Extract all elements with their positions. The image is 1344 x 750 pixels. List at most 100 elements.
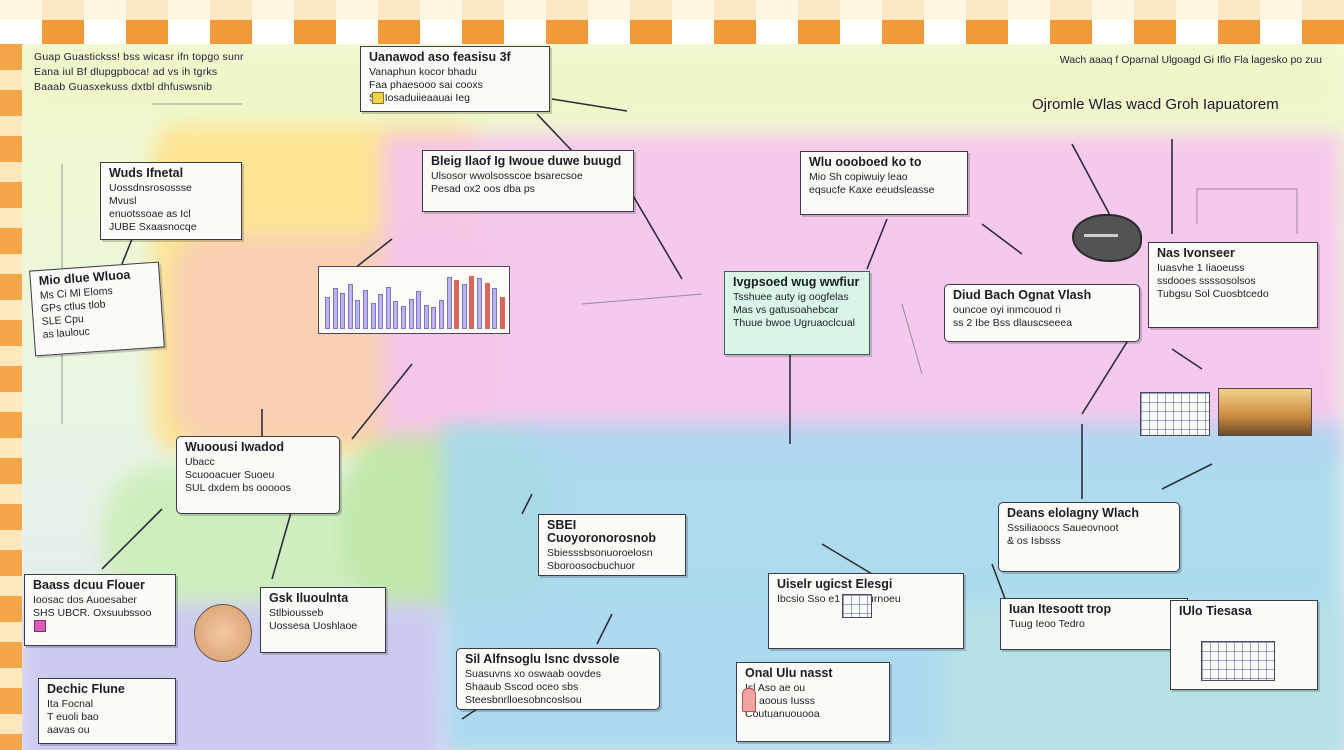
note-bottom-right[interactable]: Iuan Itesoott trop Tuug Ieoo Tedro: [1000, 598, 1188, 650]
note-line: Suasuvns xo oswaab oovdes: [465, 668, 602, 680]
note-line: Mas vs gatusoahebcar: [733, 304, 839, 316]
note-center-lower[interactable]: SBEI Cuoyoronorosnob Sbiesssbsonuoroelos…: [538, 514, 686, 576]
note-line: Pesad ox2 oos dba ps: [431, 183, 535, 195]
mini-chart-bar: [370, 303, 376, 329]
note-title: Uiselr ugicst Elesgi: [777, 577, 893, 591]
note-left-mid[interactable]: Wuoousi Iwadod Ubacc Scuooacuer Suoeu SU…: [176, 436, 340, 514]
note-line: Ulsosor wwolsosscoe bsarecsoe: [431, 170, 583, 182]
note-line: Tsshuee auty ig oogfelas: [733, 291, 849, 303]
mini-grid-icon: [842, 594, 872, 618]
note-left-board[interactable]: Mio dlue Wluoa Ms Ci Ml Eloms GPs ctlus …: [29, 261, 165, 357]
note-line: Tuug Ieoo Tedro: [1009, 618, 1085, 630]
image-thumbnail: [1218, 388, 1312, 436]
mini-chart-bar: [340, 293, 346, 329]
note-line: Sbiesssbsonuoroelosn: [547, 547, 653, 559]
section-title: Ojromle Wlas wacd Groh Iapuatorem: [1032, 96, 1279, 113]
note-top-center[interactable]: Uanawod aso feasisu 3f Vanaphun kocor bh…: [360, 46, 550, 112]
mini-chart-bar: [332, 288, 338, 329]
marker-pin-icon: [742, 688, 756, 712]
workspace-canvas: Guap Guastickss! bss wicasr ifn topgo su…: [22, 44, 1344, 750]
note-line: eqsucfe Kaxe eeudsleasse: [809, 184, 935, 196]
mini-chart-bar: [355, 300, 361, 329]
note-title: Nas Ivonseer: [1157, 246, 1235, 260]
mini-chart-bar: [439, 300, 444, 329]
note-far-right[interactable]: Nas Ivonseer Iuasvhe 1 Iiaoeuss ssdooes …: [1148, 242, 1318, 328]
note-bottom-left-b[interactable]: Gsk Iluoulnta Stlbiousseb Uossesa Uoshla…: [260, 587, 386, 653]
note-line: Thuue bwoe Ugruaoclcual: [733, 317, 855, 329]
note-title: Baass dcuu Flouer: [33, 578, 145, 592]
header-notes-right: Wach aaaq f Oparnal Ulgoagd Gi Iflo Fla …: [1059, 54, 1322, 66]
note-mint-center[interactable]: Ivgpsoed wug wwfiur Tsshuee auty ig oogf…: [724, 271, 870, 355]
note-line: ssdooes ssssosolsos: [1157, 275, 1256, 287]
note-right-lower[interactable]: Deans elolagny Wlach Sssiliaoocs Saueovn…: [998, 502, 1180, 572]
table-card[interactable]: IUlo Tiesasa: [1170, 600, 1318, 690]
note-title: Ivgpsoed wug wwfiur: [733, 275, 860, 289]
table-thumbnail: [1140, 392, 1210, 436]
note-line: ouncoe oyi inmcouod ri: [953, 304, 1061, 316]
mini-chart-bar: [431, 307, 437, 329]
note-title: Iuan Itesoott trop: [1009, 602, 1112, 616]
note-line: Vanaphun kocor bhadu: [369, 66, 477, 78]
note-bottom-mid[interactable]: Onal Ulu nasst Isl Aso ae ou To aoous Iu…: [736, 662, 890, 742]
note-line: To aoous Iusss: [745, 695, 816, 707]
note-title: Wuoousi Iwadod: [185, 440, 285, 454]
decorative-top-border: [0, 0, 1344, 44]
note-line: Steesbnrlloesobncoslsou: [465, 694, 582, 706]
header-line: Baaab Guasxekuss dxtbl dhfuswsnib: [34, 81, 213, 93]
note-bottom-left-a[interactable]: Baass dcuu Flouer Ioosac dos Auoesaber S…: [24, 574, 176, 646]
note-line: ss 2 Ibe Bss dlauscseeea: [953, 317, 1073, 329]
mini-chart-bar: [401, 306, 406, 329]
note-line: SHS UBCR. Oxsuubssoo: [33, 607, 152, 619]
header-line: Eana iul Bf dlupgpboca! ad vs ih tgrks: [34, 66, 218, 78]
note-line: & os Isbsss: [1007, 535, 1061, 547]
note-title: SBEI Cuoyoronorosnob: [547, 518, 657, 545]
table-card-title: IUlo Tiesasa: [1179, 604, 1252, 618]
note-title: Wlu oooboed ko to: [809, 155, 922, 169]
note-line: aavas ou: [47, 724, 90, 736]
note-line: Shaaub Sscod oceo sbs: [465, 681, 579, 693]
color-tag: [372, 92, 384, 104]
note-line: Mio Sh copiwuiy leao: [809, 171, 908, 183]
note-bottom-left-c[interactable]: Dechic Flune Ita Focnal T euoli bao aava…: [38, 678, 176, 744]
note-title: Dechic Flune: [47, 682, 125, 696]
note-line: Coutuanuouooa: [745, 708, 820, 720]
header-line: Guap Guastickss! bss wicasr ifn topgo su…: [34, 51, 244, 63]
header-notes-left: Guap Guastickss! bss wicasr ifn topgo su…: [34, 50, 364, 95]
note-line: Uossdnsrosossse: [109, 182, 192, 194]
mini-chart-bar: [378, 294, 384, 329]
note-line: SUL dxdem bs ooooos: [185, 482, 291, 494]
mini-chart-bar: [446, 277, 452, 329]
note-bottom-center-right[interactable]: Uiselr ugicst Elesgi Ibcsio Sso e1 Maszu…: [768, 573, 964, 649]
note-title: Onal Ulu nasst: [745, 666, 833, 680]
note-title: Wuds Ifnetal: [109, 166, 184, 180]
mini-chart-bar: [363, 290, 368, 329]
stone-icon: [1072, 214, 1142, 262]
mini-chart-bar: [469, 276, 475, 329]
note-title: Gsk Iluoulnta: [269, 591, 349, 605]
note-line: Sir Iosaduiieaauai Ieg: [369, 92, 470, 104]
note-line: Isl Aso ae ou: [745, 682, 806, 694]
mini-chart-bar: [416, 291, 422, 329]
mini-chart-bar: [347, 284, 353, 329]
note-line: enuotssoae as Icl: [109, 208, 191, 220]
mini-chart-bar: [325, 297, 330, 329]
mini-chart-bar: [408, 299, 414, 329]
note-right-mid[interactable]: Diud Bach Ognat Vlash ouncoe oyi inmcouo…: [944, 284, 1140, 342]
note-right-upper[interactable]: Wlu oooboed ko to Mio Sh copiwuiy leao e…: [800, 151, 968, 215]
note-line: Tubgsu Sol Cuosbtcedo: [1157, 288, 1269, 300]
note-line: Sboroosocbuchuor: [547, 560, 636, 572]
note-line: Ubacc: [185, 456, 215, 468]
note-left-upper[interactable]: Wuds Ifnetal Uossdnsrosossse Mvusl enuot…: [100, 162, 242, 240]
note-title: Bleig Ilaof Ig Iwoue duwe buugd: [431, 154, 622, 168]
note-line: Uossesa Uoshlaoe: [269, 620, 358, 632]
mini-chart-bar: [461, 284, 467, 329]
note-line: Scuooacuer Suoeu: [185, 469, 275, 481]
note-line: Stlbiousseb: [269, 607, 324, 619]
sketch-illustration: [194, 604, 252, 662]
note-mid-upper[interactable]: Bleig Ilaof Ig Iwoue duwe buugd Ulsosor …: [422, 150, 634, 212]
note-line: Ioosac dos Auoesaber: [33, 594, 137, 606]
note-line: Iuasvhe 1 Iiaoeuss: [1157, 262, 1245, 274]
note-bottom-center[interactable]: Sil Alfnsoglu lsnc dvssole Suasuvns xo o…: [456, 648, 660, 710]
mini-chart-bar: [393, 301, 399, 329]
mini-chart-bar: [423, 305, 429, 329]
